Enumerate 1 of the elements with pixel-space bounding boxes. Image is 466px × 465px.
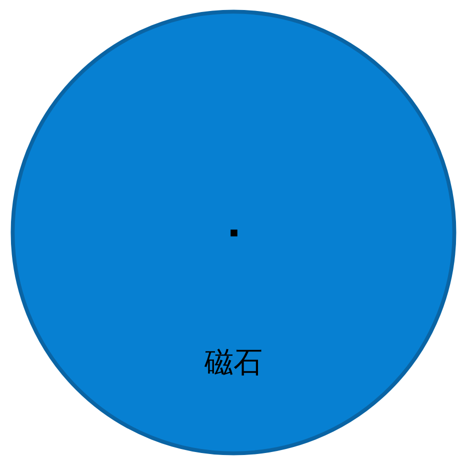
node-circle: 磁石 [10,10,456,456]
